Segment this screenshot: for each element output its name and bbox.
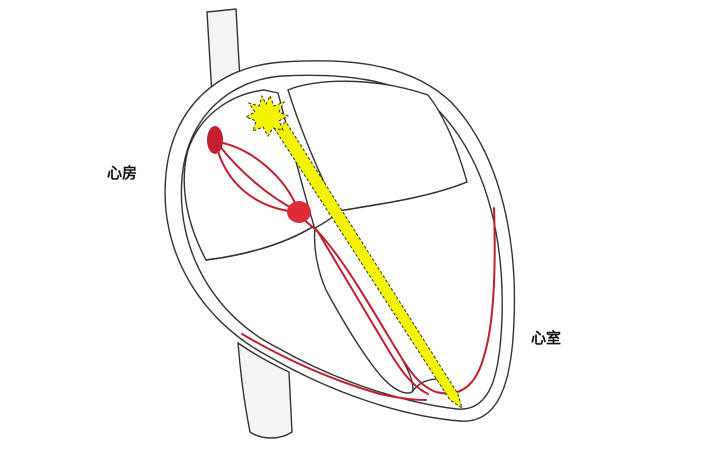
atrioventricular-node — [287, 201, 311, 223]
left-bundle-branch — [317, 231, 429, 395]
atrium-label: 心房 — [107, 164, 138, 182]
sinoatrial-node — [207, 126, 223, 154]
impulse-burst-icon — [244, 94, 290, 137]
purkinje-fibers — [241, 333, 427, 401]
internodal-pathway-upper — [217, 141, 299, 211]
signal-arrow — [273, 121, 463, 410]
atrioventricular-line-left — [205, 225, 315, 261]
conduction-pathways — [215, 141, 496, 401]
ventricle-label: 心室 — [531, 329, 562, 347]
right-bundle-branch — [317, 207, 496, 395]
internodal-pathway-lower — [215, 143, 297, 213]
atrioventricular-line-right — [337, 181, 468, 212]
lower-vessel — [237, 341, 293, 439]
internodal-pathway-middle — [217, 143, 298, 212]
